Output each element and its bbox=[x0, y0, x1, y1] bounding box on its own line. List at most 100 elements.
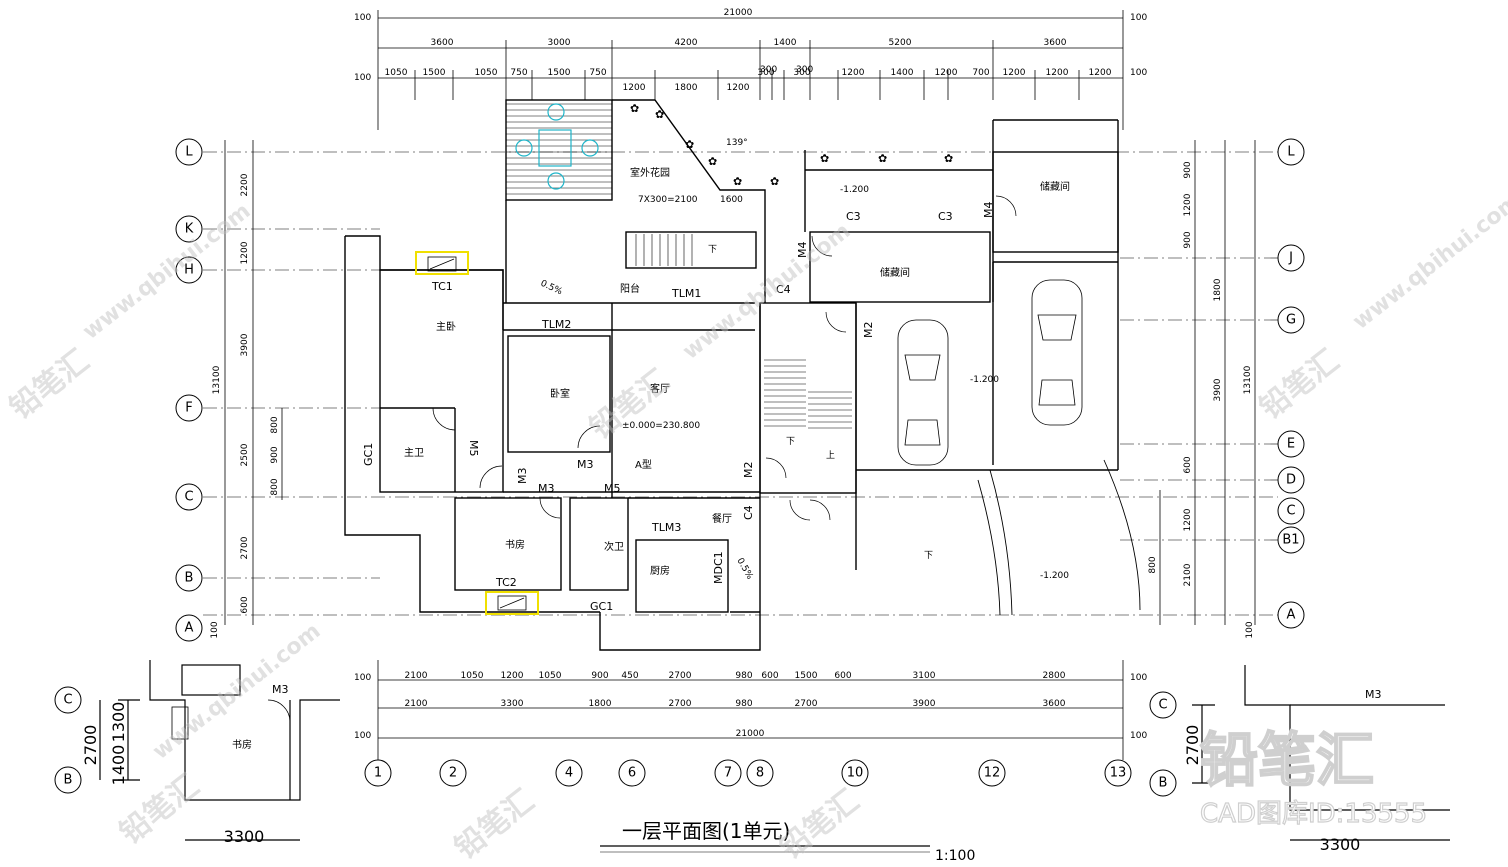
axis-row-right-G-circle bbox=[1277, 306, 1305, 334]
axis-col-7-circle bbox=[714, 759, 742, 787]
dim-text: 900 bbox=[1183, 161, 1193, 178]
dim-text-overall: 21000 bbox=[724, 8, 753, 18]
axis-row-left-A-circle bbox=[175, 614, 203, 642]
car-left bbox=[897, 319, 949, 466]
watermark-logo-text: 铅笔汇 bbox=[3, 343, 95, 426]
side-dim-texts: 13100 2200 1200 3900 2500 2700 600 800 9… bbox=[210, 161, 1255, 638]
ramp-curves bbox=[977, 459, 1141, 616]
dim-text: 1500 bbox=[548, 68, 571, 78]
elevation-3: -1.200 bbox=[1040, 571, 1069, 581]
dim-text: 3900 bbox=[1213, 378, 1223, 401]
detail-axis-c-label: C bbox=[63, 693, 72, 708]
dim-text: 450 bbox=[621, 671, 638, 681]
axis-row-left-F-circle bbox=[175, 394, 203, 422]
stair-down-2: 下 bbox=[786, 437, 795, 447]
dim-text: 900 bbox=[1183, 231, 1193, 248]
axis-col-12-circle bbox=[978, 759, 1006, 787]
dim-text: 1800 bbox=[589, 699, 612, 709]
watermark-cad-id: CAD图库ID:13555 bbox=[1200, 799, 1427, 829]
dim-text: 300 bbox=[796, 65, 813, 75]
axis-col-8-label: 8 bbox=[756, 766, 764, 781]
dim-text: 5200 bbox=[889, 38, 912, 48]
axis-col-10-circle bbox=[841, 759, 869, 787]
label-tlm3: TLM3 bbox=[651, 521, 681, 534]
svg-text:✿: ✿ bbox=[944, 152, 953, 165]
dim-text: 900 bbox=[270, 446, 280, 463]
drawing-title: 一层平面图(1单元) bbox=[622, 819, 790, 843]
dim-text: 1400 bbox=[891, 68, 914, 78]
svg-text:✿: ✿ bbox=[733, 175, 742, 188]
label-m5b: M5 bbox=[604, 482, 621, 495]
room-kitchen: 厨房 bbox=[650, 564, 670, 577]
detail-room-study: 书房 bbox=[232, 738, 252, 751]
axis-col-13-label: 13 bbox=[1110, 766, 1127, 781]
dim-text: 980 bbox=[735, 699, 752, 709]
slope-text-2: 0.5% bbox=[734, 557, 754, 582]
dim-text: 1200 bbox=[1183, 508, 1193, 531]
dim-text: 1200 bbox=[1183, 193, 1193, 216]
dim-text: 100 bbox=[1130, 13, 1147, 23]
dim-text: 2700 bbox=[240, 536, 250, 559]
dim-text: 750 bbox=[589, 68, 606, 78]
axis-col-8-circle bbox=[746, 759, 774, 787]
dim-text: 13100 bbox=[212, 365, 222, 394]
dim-text: 1200 bbox=[842, 68, 865, 78]
elevation-main: ±0.000=230.800 bbox=[622, 421, 700, 431]
label-c3a: C3 bbox=[846, 210, 861, 223]
detail-axis-b-label: B bbox=[64, 773, 73, 788]
walls bbox=[344, 99, 1119, 651]
axis-row-left-A-label: A bbox=[185, 621, 194, 636]
dim-text: 1200 bbox=[1003, 68, 1026, 78]
room-guest-bath: 次卫 bbox=[604, 540, 624, 553]
svg-text:✿: ✿ bbox=[685, 138, 694, 151]
room-master-bath: 主卫 bbox=[404, 447, 424, 459]
dim-text: 2700 bbox=[669, 671, 692, 681]
axis-col-13-circle bbox=[1104, 759, 1132, 787]
axis-row-right-L-label: L bbox=[1287, 145, 1295, 160]
room-garden: 室外花园 bbox=[630, 166, 670, 179]
label-m5a: M5 bbox=[467, 440, 480, 457]
axis-col-4-circle bbox=[555, 759, 583, 787]
dim-text: 800 bbox=[270, 416, 280, 433]
dim-text: 2100 bbox=[405, 699, 428, 709]
axis-row-left-B-label: B bbox=[185, 571, 194, 586]
dim-text: 3300 bbox=[501, 699, 524, 709]
label-m4a: M4 bbox=[982, 202, 995, 219]
axis-row-right-B1-label: B1 bbox=[1282, 533, 1299, 548]
label-m4b: M4 bbox=[796, 242, 809, 259]
dim-text: 3300 bbox=[224, 827, 265, 846]
dim-text: 600 bbox=[240, 596, 250, 613]
dim-text: 1400 bbox=[774, 38, 797, 48]
axis-lines bbox=[203, 151, 1278, 616]
stair-length-text: 1600 bbox=[720, 195, 743, 205]
elevation-2: -1.200 bbox=[970, 375, 999, 385]
label-m2b: M2 bbox=[742, 462, 755, 479]
dim-text: 300 bbox=[757, 68, 774, 78]
bottom-dim-texts: 100 100 100 100 2100 1050 1200 1050 900 … bbox=[354, 671, 1147, 741]
axis-row-left-F-label: F bbox=[185, 401, 192, 416]
axis-row-left-L-label: L bbox=[185, 145, 193, 160]
axis-row-right-L-circle bbox=[1277, 138, 1305, 166]
dim-text: 2700 bbox=[795, 699, 818, 709]
label-gc1b: GC1 bbox=[590, 600, 613, 613]
label-m2a: M2 bbox=[862, 322, 875, 339]
dim-text: 1050 bbox=[385, 68, 408, 78]
dim-text: 800 bbox=[1148, 556, 1158, 573]
dim-text: 3600 bbox=[1044, 38, 1067, 48]
annotation-texts: 0.5% 0.5% 139° ±0.000=230.800 -1.200 -1.… bbox=[539, 65, 1070, 582]
drawing-scale: 1:100 bbox=[935, 848, 975, 864]
window-symbols bbox=[427, 256, 527, 611]
dim-text: 4200 bbox=[675, 38, 698, 48]
axis-col-2-circle bbox=[439, 759, 467, 787]
axis-col-2-label: 2 bbox=[449, 766, 457, 781]
svg-text:✿: ✿ bbox=[770, 175, 779, 188]
top-dim-texts: 100 100 21000 3600 3000 4200 1400 5200 3… bbox=[354, 8, 1147, 93]
axis-col-1-circle bbox=[364, 759, 392, 787]
dim-text: 1500 bbox=[423, 68, 446, 78]
svg-text:✿: ✿ bbox=[820, 152, 829, 165]
axis-row-right-E-label: E bbox=[1287, 437, 1295, 452]
dim-text: 1200 bbox=[727, 83, 750, 93]
dim-text: 1200 bbox=[935, 68, 958, 78]
dim-text: 1050 bbox=[461, 671, 484, 681]
dim-text: 100 bbox=[1130, 731, 1147, 741]
